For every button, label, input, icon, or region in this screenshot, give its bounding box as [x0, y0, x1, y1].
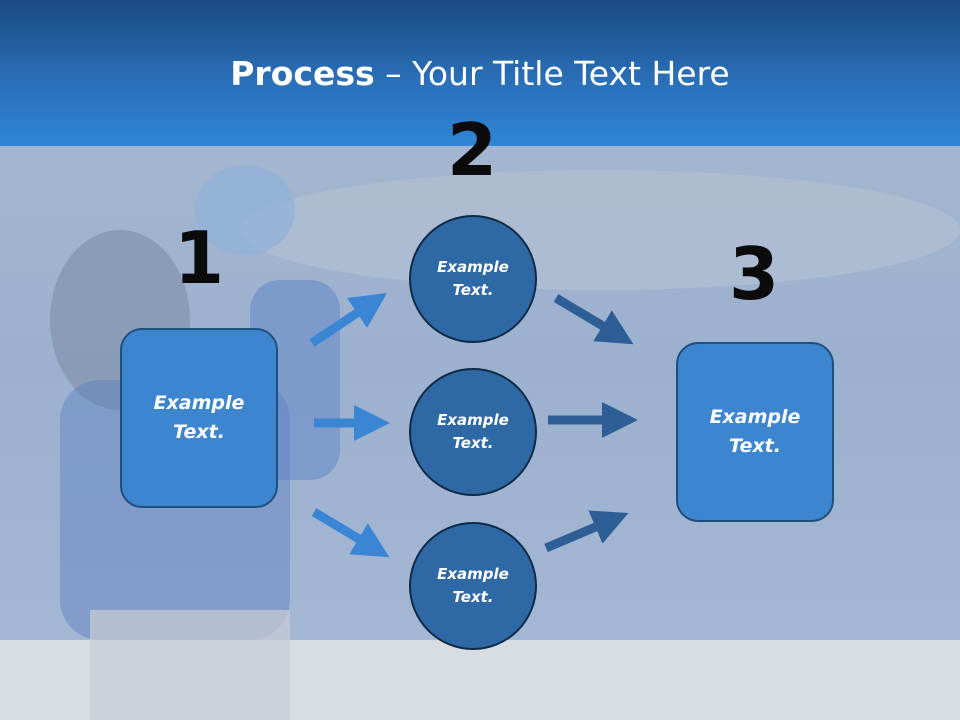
step-circle-middle[interactable]: Example Text.: [409, 368, 537, 496]
slide-title: Process – Your Title Text Here: [0, 52, 960, 96]
step-number-1: 1: [173, 216, 225, 300]
step-circle-bottom-text: Example Text.: [437, 565, 509, 606]
step-circle-top[interactable]: Example Text.: [409, 215, 537, 343]
step-box-1-text: Example Text.: [153, 392, 245, 443]
title-bold: Process: [230, 54, 375, 93]
step-number-3: 3: [728, 232, 780, 316]
step-box-3[interactable]: Example Text.: [676, 342, 834, 522]
step-number-2: 2: [446, 108, 498, 192]
title-rest: – Your Title Text Here: [374, 54, 730, 93]
step-circle-bottom[interactable]: Example Text.: [409, 522, 537, 650]
step-box-1[interactable]: Example Text.: [120, 328, 278, 508]
step-box-3-text: Example Text.: [709, 406, 801, 457]
header-bar: [0, 0, 960, 146]
step-circle-middle-text: Example Text.: [437, 411, 509, 452]
step-circle-top-text: Example Text.: [437, 258, 509, 299]
